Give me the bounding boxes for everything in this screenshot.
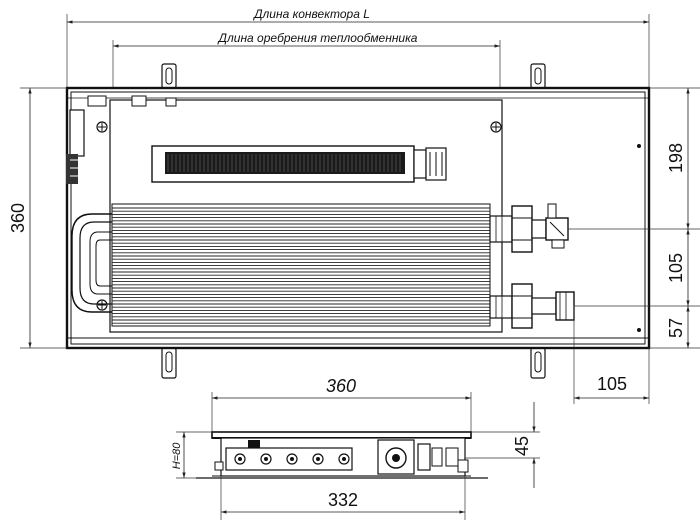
mounting-bracket-top-left: [161, 63, 177, 89]
label-dim-57: 57: [666, 318, 686, 338]
dim-section-width-332: 332: [220, 476, 466, 520]
pipe-upper: [489, 203, 569, 253]
label-convector-length: Длина конвектора L: [252, 7, 370, 21]
screw-icon: [490, 121, 502, 133]
mounting-bracket-bottom-left: [161, 347, 177, 379]
label-dim-105: 105: [666, 253, 686, 283]
label-dim-198: 198: [666, 143, 686, 173]
left-fastener-block: [66, 95, 177, 184]
label-fin-length: Длина оребрения теплообменника: [217, 31, 418, 45]
top-view: Длина конвектора L Длина оребрения тепло…: [8, 7, 700, 404]
dim-fin-length: Длина оребрения теплообменника: [112, 31, 501, 102]
dim-section-width-360: 360: [211, 376, 472, 432]
dim-height-360: 360: [8, 87, 67, 349]
dim-bottom-right-105: 105: [573, 306, 650, 404]
label-dim-105-bottom: 105: [597, 374, 627, 394]
dim-convector-length: Длина конвектора L: [66, 7, 650, 88]
mount-hole: [637, 328, 641, 332]
section-body: [196, 431, 488, 479]
pipe-section-core: [316, 457, 320, 461]
mounting-bracket-top-right: [530, 63, 546, 89]
label-section-45: 45: [512, 436, 532, 456]
pipe-section-core: [264, 457, 268, 461]
label-section-360: 360: [326, 376, 356, 396]
screw-icon: [96, 299, 108, 311]
pipe-section-core: [342, 457, 346, 461]
dim-section-height-45: 45: [465, 402, 540, 488]
mounting-bracket-bottom-right: [530, 347, 546, 379]
dim-right-stack: 198 105 57: [568, 87, 700, 349]
mount-hole: [637, 144, 641, 148]
u-bend-pipe: [71, 213, 112, 313]
pipe-lower: [489, 283, 575, 329]
dim-section-height-80: H=80: [171, 431, 212, 479]
pipe-section-core: [290, 457, 294, 461]
label-height-360: 360: [8, 203, 28, 233]
section-view: 360 H=80: [171, 376, 540, 520]
screw-icon: [96, 121, 108, 133]
heat-exchanger-fins: [111, 203, 491, 327]
pipe-section-core: [238, 457, 242, 461]
label-section-h80: H=80: [171, 442, 183, 469]
label-section-332: 332: [328, 490, 358, 510]
fan-unit: [151, 145, 447, 183]
